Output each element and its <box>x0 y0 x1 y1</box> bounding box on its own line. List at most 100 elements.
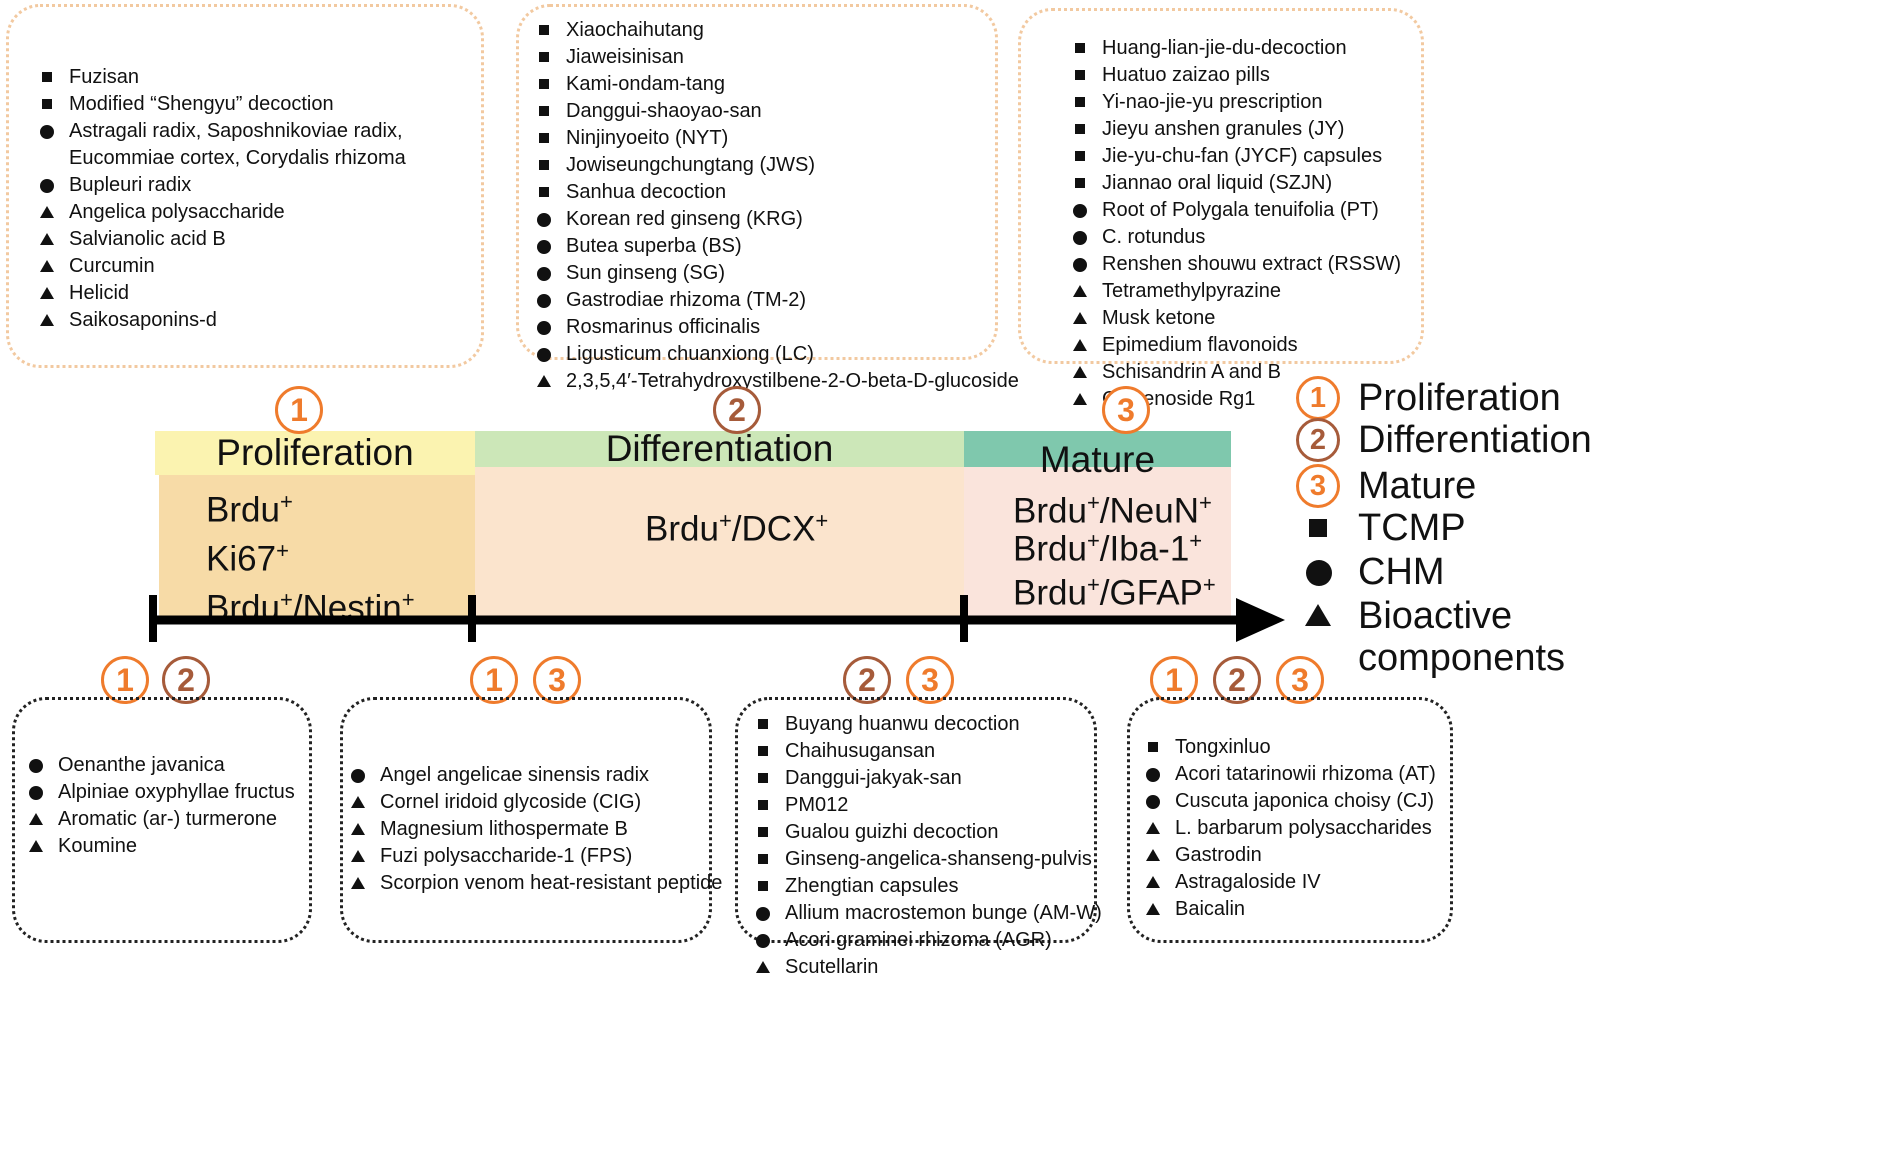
triangle-bullet-icon <box>1144 815 1175 842</box>
list-item-text: Tongxinluo <box>1175 736 1271 758</box>
list-item-text: 2,3,5,4′-Tetrahydroxystilbene-2-O-beta-D… <box>566 370 1019 392</box>
list-item: Acori graminei rhizoma (AGR) <box>754 927 1102 954</box>
circle-bullet-icon <box>38 118 69 145</box>
circle-bullet-icon <box>535 314 566 341</box>
square-bullet-icon <box>535 17 566 44</box>
list-item-text: Acori graminei rhizoma (AGR) <box>785 929 1052 951</box>
circle-bullet-icon <box>1071 197 1102 224</box>
list-item-text: Cornel iridoid glycoside (CIG) <box>380 791 642 813</box>
list-item: Zhengtian capsules <box>754 873 1102 900</box>
list-item-text: Magnesium lithospermate B <box>380 818 628 840</box>
list-item: Yi-nao-jie-yu prescription <box>1071 89 1401 116</box>
list-item-text: Jieyu anshen granules (JY) <box>1102 118 1345 140</box>
triangle-bullet-icon <box>38 307 69 334</box>
list-item-text: Jie-yu-chu-fan (JYCF) capsules <box>1102 145 1383 167</box>
list-item-text: Chaihusugansan <box>785 740 936 762</box>
triangle-bullet-icon <box>1071 359 1102 386</box>
triangle-bullet-icon <box>535 368 566 395</box>
list-item-text: L. barbarum polysaccharides <box>1175 817 1432 839</box>
square-bullet-icon <box>754 765 785 792</box>
square-bullet-icon <box>535 125 566 152</box>
list-item-text: Salvianolic acid B <box>69 228 226 250</box>
list-item-text: Huang-lian-jie-du-decoction <box>1102 37 1347 59</box>
square-bullet-icon <box>1071 62 1102 89</box>
list-item: PM012 <box>754 792 1102 819</box>
list-item: Xiaochaihutang <box>535 17 1019 44</box>
square-bullet-icon <box>38 91 69 118</box>
legend-circle-icon <box>1296 550 1340 594</box>
list-item-text: Koumine <box>58 835 137 857</box>
triangle-bullet-icon <box>27 806 58 833</box>
triangle-bullet-icon <box>38 226 69 253</box>
legend-triangle-icon <box>1296 594 1340 638</box>
stage-title-mature: Mature <box>1039 439 1156 480</box>
list-item: Scorpion venom heat-resistant peptide <box>349 870 722 897</box>
list-item: L. barbarum polysaccharides <box>1144 815 1436 842</box>
list-item-text: Jiaweisinisan <box>566 46 684 68</box>
list-item: Tongxinluo <box>1144 734 1436 761</box>
triangle-bullet-icon <box>754 954 785 981</box>
list-item: Huatuo zaizao pills <box>1071 62 1401 89</box>
list-item: Jieyu anshen granules (JY) <box>1071 116 1401 143</box>
circle-bullet-icon <box>535 206 566 233</box>
list-item: Jiaweisinisan <box>535 44 1019 71</box>
legend-number-1: 1 <box>1296 376 1340 420</box>
list-item-text: Musk ketone <box>1102 307 1216 329</box>
list-item: Epimedium flavonoids <box>1071 332 1401 359</box>
stage-number-2: 2 <box>713 386 761 434</box>
list-item: Fuzisan <box>38 64 406 91</box>
stage-body-differentiation <box>475 467 964 618</box>
list-item: Ginseng-angelica-shanseng-pulvis <box>754 846 1102 873</box>
list-item: Baicalin <box>1144 896 1436 923</box>
list-item-text: PM012 <box>785 794 849 816</box>
bottom-box-diff-mature <box>735 697 1097 943</box>
circle-bullet-icon <box>1144 788 1175 815</box>
square-bullet-icon <box>1071 89 1102 116</box>
legend-square-icon <box>1296 506 1340 550</box>
triangle-bullet-icon <box>38 199 69 226</box>
list-item-text: Astragali radix, Saposhnikoviae radix, <box>69 120 403 142</box>
triangle-bullet-icon <box>1071 332 1102 359</box>
triangle-bullet-icon <box>27 833 58 860</box>
list-item-text: Jiannao oral liquid (SZJN) <box>1102 172 1333 194</box>
list-item-text: Kami-ondam-tang <box>566 73 725 95</box>
circle-bullet-icon <box>349 762 380 789</box>
circle-bullet-icon <box>535 233 566 260</box>
list-item: Ninjinyoeito (NYT) <box>535 125 1019 152</box>
list-item-text: Tetramethylpyrazine <box>1102 280 1281 302</box>
triangle-bullet-icon <box>1071 386 1102 413</box>
list-item: Astragaloside IV <box>1144 869 1436 896</box>
list-item: Rosmarinus officinalis <box>535 314 1019 341</box>
square-bullet-icon <box>38 64 69 91</box>
stage-head-differentiation: Differentiation <box>475 428 964 469</box>
list-item: Gualou guizhi decoction <box>754 819 1102 846</box>
list-item-text: Angelica polysaccharide <box>69 201 285 223</box>
stage-number-1: 1 <box>275 386 323 434</box>
list-item-text: Jowiseungchungtang (JWS) <box>566 154 816 176</box>
marker-mature-2: Brdu+/Iba-1+ <box>1013 528 1203 569</box>
legend-chm: CHM <box>1296 550 1445 594</box>
list-item-text: Epimedium flavonoids <box>1102 334 1298 356</box>
list-item: Astragali radix, Saposhnikoviae radix, <box>38 118 406 145</box>
bottom-group1-number-2: 2 <box>162 656 210 704</box>
stage-body-mature <box>964 467 1231 618</box>
list-item-text: Baicalin <box>1175 898 1246 920</box>
list-item-text: Danggui-jakyak-san <box>785 767 962 789</box>
circle-bullet-icon <box>535 341 566 368</box>
list-item: Fuzi polysaccharide-1 (FPS) <box>349 843 722 870</box>
list-item-text: Danggui-shaoyao-san <box>566 100 762 122</box>
stage-band-differentiation: Differentiation <box>475 428 964 618</box>
list-item: Acori tatarinowii rhizoma (AT) <box>1144 761 1436 788</box>
list-item-text: Saikosaponins-d <box>69 309 217 331</box>
list-item: Gastrodin <box>1144 842 1436 869</box>
list-item-text: Xiaochaihutang <box>566 19 704 41</box>
square-bullet-icon <box>535 71 566 98</box>
legend-number-2: 2 <box>1296 418 1340 462</box>
list-item-text: Scorpion venom heat-resistant peptide <box>380 872 723 894</box>
square-bullet-icon <box>754 792 785 819</box>
bottom-group2-number-1: 1 <box>470 656 518 704</box>
list-item-text: Alpiniae oxyphyllae fructus <box>58 781 295 803</box>
